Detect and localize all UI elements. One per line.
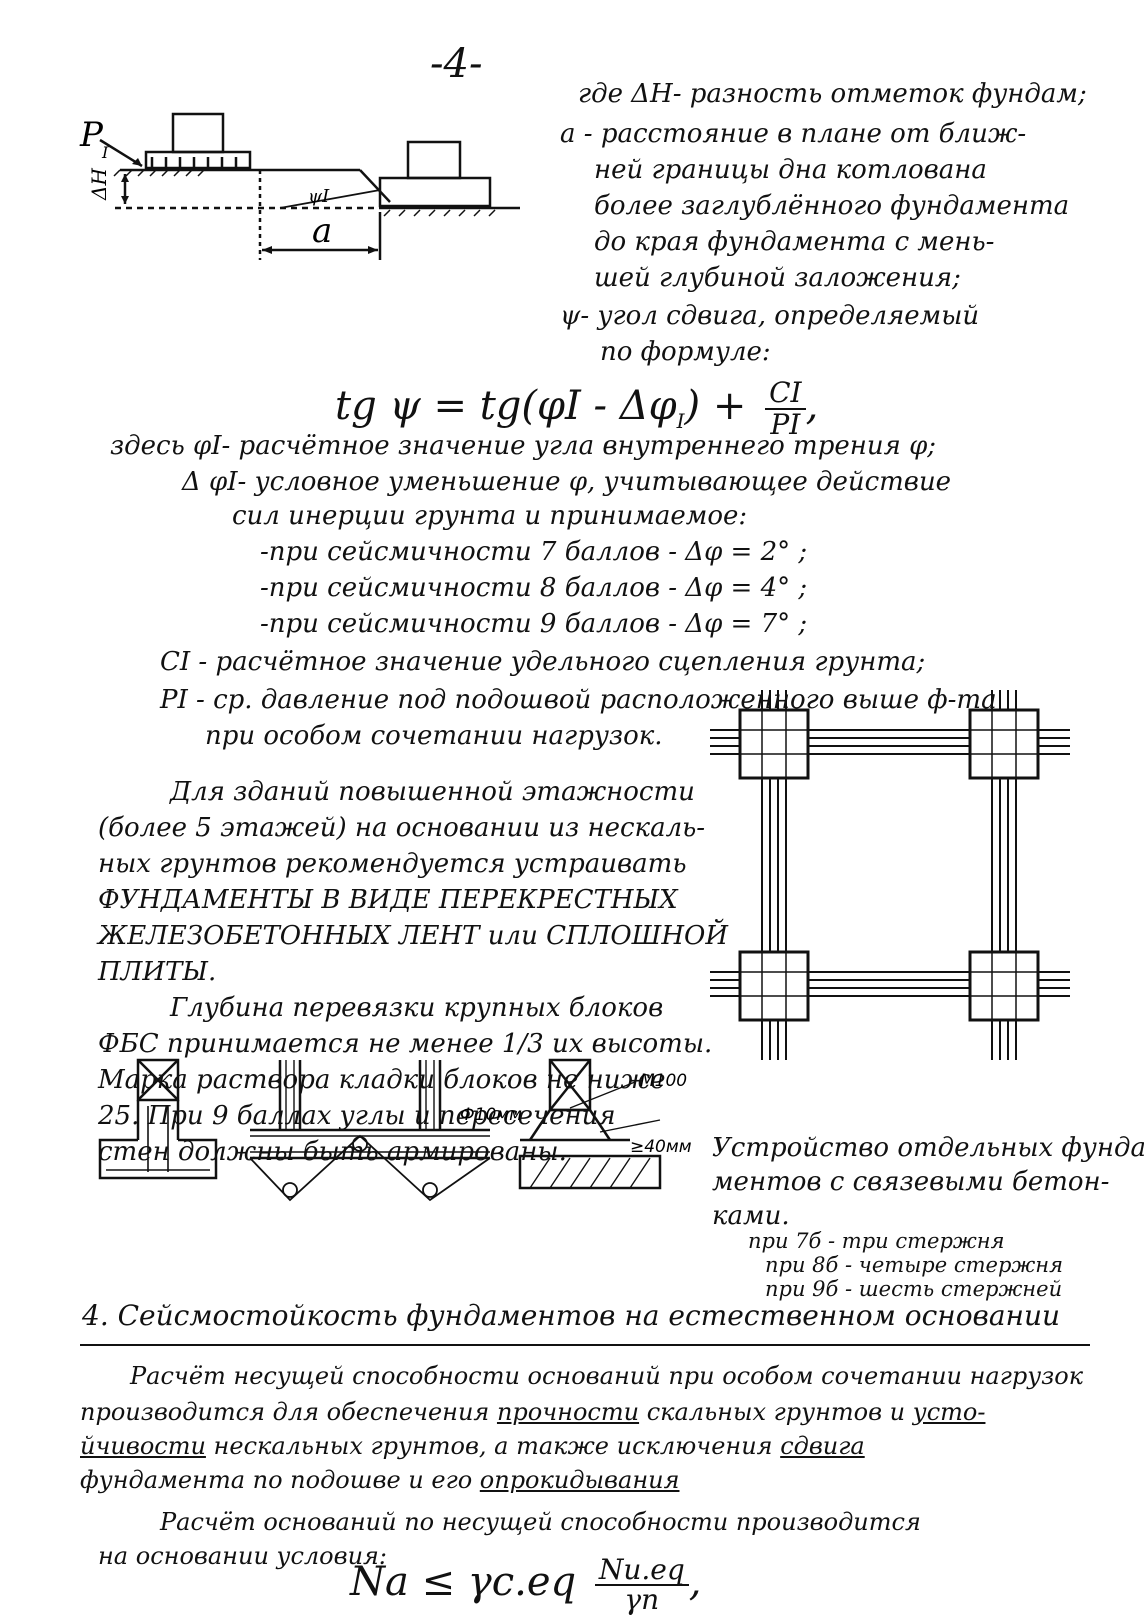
- delta-h-label: ΔH: [87, 168, 111, 201]
- reinforced-foundation-sections: М100 Ф10мм ≥40мм: [98, 1058, 692, 1202]
- para2-line3: Марка раствора кладки блоков не ниже: [98, 1065, 666, 1095]
- where-line6: -при сейсмичности 9 баллов - Δφ = 7° ;: [260, 609, 808, 639]
- rebar-note-9: при 9б - шесть стержней: [765, 1277, 1063, 1301]
- def-a-line5: шей глубиной заложения;: [594, 263, 961, 293]
- para1-line2: (более 5 этажей) на основании из нескаль…: [98, 813, 706, 843]
- where-line8: PI - ср. давление под подошвой расположе…: [160, 685, 997, 715]
- where-line5: -при сейсмичности 8 баллов - Δφ = 4° ;: [260, 573, 808, 603]
- load-subscript: I: [101, 143, 109, 162]
- para1-line1: Для зданий повышенной этажности: [170, 777, 695, 807]
- formula-tan-psi: tg ψ = tg(φI - ΔφI) + CI PI ,: [335, 378, 818, 445]
- def-psi-line1: ψ- угол сдвига, определяемый: [560, 301, 980, 331]
- def-psi-line2: по формуле:: [600, 337, 771, 367]
- formula1-fraction: CI PI: [765, 378, 806, 441]
- para3-line2: производится для обеспечения прочности с…: [80, 1396, 985, 1428]
- rebar-note-7: при 7б - три стержня: [748, 1229, 1005, 1253]
- formula2-denominator: γn: [624, 1583, 660, 1616]
- rebar-note-8: при 8б - четыре стержня: [765, 1253, 1063, 1277]
- para2-line4: 25. При 9 баллах углы и пересечения: [98, 1101, 616, 1131]
- foundation-slope-diagram: P I ΔH ψI a: [79, 112, 520, 260]
- para4-line1: Расчёт оснований по несущей способности …: [160, 1508, 921, 1536]
- formula2-numerator: Nu.eq: [594, 1556, 689, 1586]
- page-number: -4-: [430, 41, 483, 87]
- where-line4: -при сейсмичности 7 баллов - Δφ = 2° ;: [260, 537, 808, 567]
- def-delta-h: где ΔH- разность отметок фундам;: [578, 79, 1087, 109]
- para3-line3-b: нескальных грунтов, а также исключения: [205, 1432, 781, 1460]
- where-line9: при особом сочетании нагрузок.: [205, 721, 663, 751]
- para2-line2: ФБС принимается не менее 1/3 их высоты.: [98, 1029, 713, 1059]
- where-line3: сил инерции грунта и принимаемое:: [232, 501, 748, 531]
- formula1-lhs: tg ψ = tg(φI - Δφ: [335, 383, 677, 429]
- where-line7: CI - расчётное значение удельного сцепле…: [160, 647, 926, 677]
- section-title: 4. Сейсмостойкость фундаментов на естест…: [82, 1299, 1061, 1332]
- rebar-diameter-label: Ф10мм: [460, 1105, 522, 1125]
- para1-line5: ЖЕЛЕЗОБЕТОННЫХ ЛЕНТ или СПЛОШНОЙ: [98, 921, 729, 951]
- fig3-caption-line3: ками.: [712, 1201, 790, 1231]
- formula-bearing-capacity: Na ≤ γc.eq Nu.eq γn ,: [350, 1556, 701, 1614]
- para1-line3: ных грунтов рекомендуется устраивать: [98, 849, 687, 879]
- distance-label: a: [312, 211, 332, 251]
- para4-line2: на основании условия:: [98, 1542, 388, 1570]
- para3-line4: фундамента по подошве и его опрокидывани…: [80, 1464, 679, 1496]
- link-overturning[interactable]: опрокидывания: [479, 1466, 680, 1494]
- load-label: P: [79, 115, 104, 155]
- para3-line2-b: скальных грунтов и: [639, 1398, 913, 1426]
- where-line2: Δ φI- условное уменьшение φ, учитывающее…: [182, 467, 952, 497]
- cross-strip-foundation-plan: [710, 690, 1070, 1060]
- fig3-caption-line2: ментов с связевыми бетон-: [712, 1167, 1110, 1197]
- def-a-line3: более заглублённого фундамента: [594, 191, 1070, 221]
- formula1-rhs: ) +: [684, 383, 747, 429]
- para2-line1: Глубина перевязки крупных блоков: [170, 993, 664, 1023]
- para3-line3: йчивости нескальных грунтов, а также иск…: [80, 1430, 865, 1462]
- where-line1: здесь φI- расчётное значение угла внутре…: [110, 431, 937, 461]
- def-a-line1: а - расстояние в плане от ближ-: [560, 119, 1027, 149]
- m100-label: М100: [640, 1071, 687, 1091]
- angle-label: ψI: [308, 186, 330, 207]
- link-stability[interactable]: усто-: [912, 1398, 986, 1426]
- fig3-caption-line1: Устройство отдельных фунда-: [712, 1133, 1144, 1163]
- def-a-line4: до края фундамента с мень-: [594, 227, 995, 257]
- section-underline: [80, 1344, 1090, 1346]
- link-stability-cont[interactable]: йчивости: [80, 1432, 206, 1460]
- para1-line4: ФУНДАМЕНТЫ В ВИДЕ ПЕРЕКРЕСТНЫХ: [98, 885, 678, 915]
- formula2-lhs: Na ≤ γc.eq: [350, 1559, 577, 1605]
- para1-line6: ПЛИТЫ.: [98, 957, 217, 987]
- formula2-fraction: Nu.eq γn: [594, 1556, 689, 1616]
- formula2-tail: ,: [688, 1559, 702, 1605]
- formula1-tail: ,: [805, 383, 819, 429]
- formula1-sub: I: [676, 409, 685, 433]
- formula1-numerator: CI: [765, 378, 806, 410]
- para3-line2-a: производится для обеспечения: [80, 1398, 497, 1426]
- def-a-line2: ней границы дна котлована: [594, 155, 987, 185]
- para3-line4-a: фундамента по подошве и его: [80, 1466, 480, 1494]
- link-shear[interactable]: сдвига: [780, 1432, 865, 1460]
- para3-line1: Расчёт несущей способности оснований при…: [130, 1362, 1084, 1390]
- cover-label: ≥40мм: [630, 1137, 692, 1157]
- link-strength[interactable]: прочности: [496, 1398, 640, 1426]
- formula1-denominator: PI: [770, 408, 801, 441]
